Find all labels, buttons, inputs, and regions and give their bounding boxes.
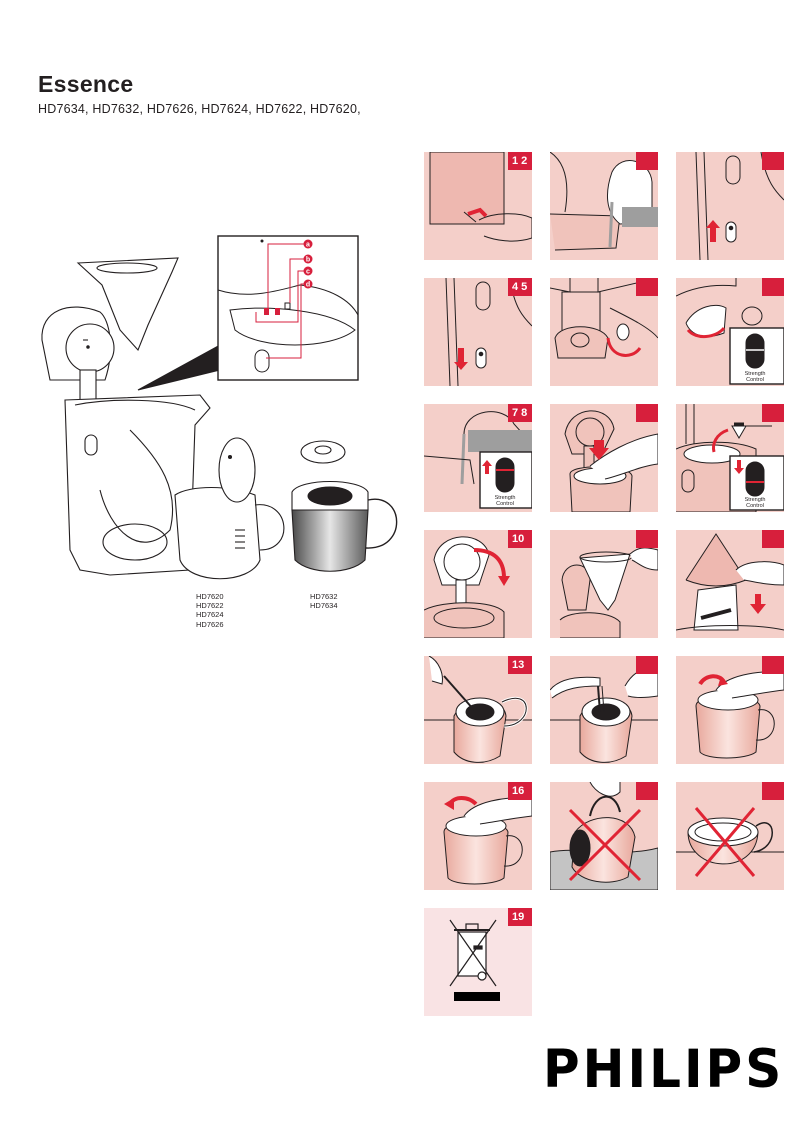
step-number-badge	[762, 530, 784, 548]
step-number-badge: 10	[508, 530, 532, 548]
step-number-badge: 13	[508, 656, 532, 674]
step-number-badge	[636, 782, 658, 800]
step-not-dishwasher-safe	[676, 782, 784, 890]
svg-text:Strength: Strength	[495, 495, 516, 501]
step-rinse-jug	[550, 656, 658, 764]
svg-text:Control: Control	[496, 501, 514, 507]
coffee-maker-drawing: a b c d	[41, 235, 398, 580]
step-fill-water	[550, 152, 658, 260]
step-number-badge	[762, 782, 784, 800]
step-switch-on	[676, 152, 784, 260]
svg-text:Strength: Strength	[745, 371, 766, 377]
step-number-badge: 1 2	[508, 152, 532, 170]
step-pour-water-strength: Strength Control 7 8	[424, 404, 532, 512]
step-number-badge	[762, 656, 784, 674]
step-number-badge	[636, 656, 658, 674]
step-unscrew-lid	[676, 656, 784, 764]
step-pull-cord: 1 2	[424, 152, 532, 260]
step-remove-filter-holder	[550, 530, 658, 638]
callout-label-b: b	[306, 257, 310, 264]
svg-text:Control: Control	[746, 377, 764, 383]
step-number-badge: 7 8	[508, 404, 532, 422]
step-close-lid: 10	[424, 530, 532, 638]
step-strength-control: Strength Control	[676, 278, 784, 386]
step-screw-lid: 16	[424, 782, 532, 890]
glass-jug-model-list: HD7620 HD7622 HD7624 HD7626	[196, 592, 224, 629]
step-number-badge	[636, 278, 658, 296]
step-number-badge: 16	[508, 782, 532, 800]
step-discard-filter	[676, 530, 784, 638]
document-title: Essence	[38, 71, 134, 97]
callout-label-a: a	[306, 242, 310, 249]
step-number-badge	[762, 152, 784, 170]
step-brush-clean-jug: 13	[424, 656, 532, 764]
product-overview-illustration: a b c d	[30, 230, 410, 630]
callout-label-c: c	[306, 269, 310, 276]
thermal-jug-model-list: HD7632 HD7634	[310, 592, 338, 611]
step-add-coffee: Strength Control	[676, 404, 784, 512]
step-turn-strength-knob	[550, 278, 658, 386]
step-number-badge	[762, 278, 784, 296]
step-switch-off: 4 5	[424, 278, 532, 386]
svg-text:Strength: Strength	[745, 497, 766, 503]
svg-text:Control: Control	[746, 503, 764, 509]
step-insert-filter	[550, 404, 658, 512]
step-number-badge: 19	[508, 908, 532, 926]
step-do-not-immerse	[550, 782, 658, 890]
model-list: HD7634, HD7632, HD7626, HD7624, HD7622, …	[38, 102, 361, 116]
step-number-badge	[636, 530, 658, 548]
step-number-badge	[636, 152, 658, 170]
philips-logo: PHILIPS	[543, 1038, 785, 1100]
step-number-badge	[762, 404, 784, 422]
step-number-badge	[636, 404, 658, 422]
step-number-badge: 4 5	[508, 278, 532, 296]
callout-label-d: d	[306, 282, 310, 289]
step-weee-disposal: 19	[424, 908, 532, 1016]
